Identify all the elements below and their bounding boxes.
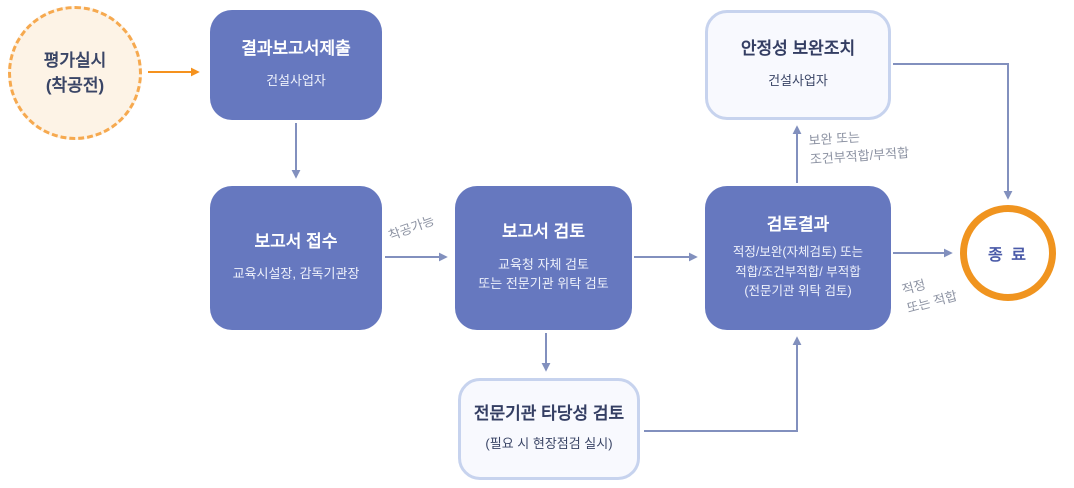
- node-review-result-title: 검토결과: [766, 214, 830, 234]
- node-report-receipt: 보고서 접수 교육시설장, 감독기관장: [210, 186, 382, 330]
- node-report-review-title: 보고서 검토: [502, 222, 585, 242]
- edge-label-adequate-or-pass: 적정 또는 적합: [900, 276, 959, 316]
- node-report-submit: 결과보고서제출 건설사업자: [210, 10, 382, 120]
- node-review-result-subtitle: 적정/보완(자체검토) 또는 적합/조건부적합/ 부적합 (전문기관 위탁 검토…: [732, 245, 864, 298]
- node-evaluation-start: 평가실시 (착공전): [8, 6, 142, 140]
- node-report-receipt-title: 보고서 접수: [254, 232, 338, 252]
- node-report-submit-title: 결과보고서제출: [241, 39, 351, 59]
- node-feasibility-review-subtitle: (필요 시 현장점검 실시): [485, 436, 613, 452]
- node-review-result: 검토결과 적정/보완(자체검토) 또는 적합/조건부적합/ 부적합 (전문기관 …: [705, 186, 891, 330]
- node-stability-supplement-title: 안정성 보완조치: [740, 39, 856, 59]
- node-feasibility-review-title: 전문기관 타당성 검토: [473, 404, 625, 424]
- node-report-review: 보고서 검토 교육청 자체 검토 또는 전문기관 위탁 검토: [455, 186, 632, 330]
- node-report-receipt-subtitle: 교육시설장, 감독기관장: [232, 266, 360, 282]
- node-report-submit-subtitle: 건설사업자: [266, 73, 326, 89]
- node-stability-supplement: 안정성 보완조치 건설사업자: [705, 10, 891, 120]
- node-stability-supplement-subtitle: 건설사업자: [768, 73, 828, 89]
- node-end-title: 종 료: [988, 247, 1028, 264]
- edge-label-supplement-or-fail: 보완 또는 조건부적합/부적합: [808, 129, 910, 167]
- edge-label-construction-possible: 착공가능: [386, 212, 437, 244]
- node-feasibility-review: 전문기관 타당성 검토 (필요 시 현장점검 실시): [458, 378, 640, 480]
- arrow-feasibility-to-result: [644, 336, 802, 432]
- arrow-supplement-to-end: [893, 63, 1013, 200]
- node-report-review-subtitle: 교육청 자체 검토 또는 전문기관 위탁 검토: [478, 256, 609, 292]
- node-end: 종 료: [960, 205, 1056, 301]
- node-evaluation-start-title: 평가실시 (착공전): [43, 50, 107, 96]
